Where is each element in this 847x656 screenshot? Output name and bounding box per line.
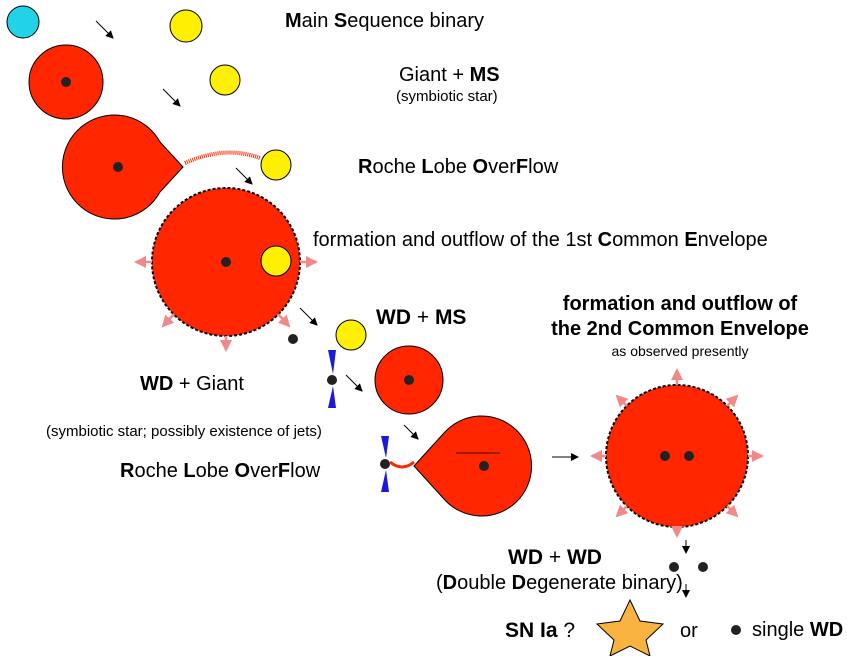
label-single-wd: single WD	[752, 619, 844, 641]
mass-transfer-stream	[389, 460, 415, 469]
outflow-arrows-2	[590, 368, 764, 538]
arrow-icon	[345, 374, 363, 392]
star-icon	[595, 598, 665, 656]
jet-icon	[381, 436, 389, 458]
hot-star	[6, 5, 40, 39]
white-dwarf-icon	[288, 334, 298, 344]
white-dwarf-icon	[660, 451, 670, 461]
arrow-icon	[403, 424, 419, 440]
white-dwarf-icon	[380, 459, 390, 469]
ms-star	[260, 149, 292, 181]
ms-star	[335, 319, 367, 351]
common-envelope-2	[605, 384, 749, 528]
label-sn-ia: SN Ia ?	[505, 619, 576, 642]
label-giant-ms: Giant + MS	[399, 64, 500, 86]
white-dwarf-icon	[698, 562, 708, 572]
white-dwarf-icon	[327, 375, 337, 385]
label-common-envelope-2: formation and outflow of the 2nd Common …	[551, 293, 809, 359]
note-symbiotic-star: (symbiotic star)	[396, 88, 498, 105]
label-wd-ms: WD + MS	[376, 306, 467, 329]
label-rlof-2: Roche Lobe OverFlow	[120, 460, 321, 482]
label-wd-wd: WD + WD	[508, 546, 602, 569]
label-or: or	[680, 620, 698, 642]
mass-transfer-stream	[184, 150, 261, 165]
roche-lobe-giant	[413, 415, 533, 517]
label-ms-binary: Main Sequence binary	[285, 10, 485, 32]
jet-icon	[328, 386, 336, 408]
white-dwarf-icon	[669, 562, 679, 572]
jet-icon	[381, 470, 389, 492]
white-dwarf-icon	[684, 451, 694, 461]
giant-core	[113, 162, 123, 172]
jet-icon	[328, 350, 336, 374]
ms-star	[260, 245, 292, 277]
giant-core	[479, 461, 489, 471]
label-double-degenerate: (Double Degenerate binary)	[436, 572, 683, 594]
ms-star	[209, 64, 241, 96]
ms-star	[169, 9, 203, 43]
giant-core	[404, 375, 414, 385]
note-jets: (symbiotic star; possibly existence of j…	[46, 423, 322, 440]
arrow-icon	[235, 167, 253, 185]
label-common-envelope-1: formation and outflow of the 1st Common …	[313, 229, 768, 251]
label-wd-giant: WD + Giant	[140, 373, 244, 395]
arrow-icon	[299, 307, 318, 326]
arrow-icon	[162, 88, 181, 107]
giant-core	[221, 257, 231, 267]
label-rlof-1: Roche Lobe OverFlow	[358, 156, 559, 178]
white-dwarf-icon	[731, 625, 741, 635]
arrow-icon	[95, 20, 114, 39]
outflow-arrows-1	[134, 256, 318, 352]
giant-core	[61, 77, 71, 87]
